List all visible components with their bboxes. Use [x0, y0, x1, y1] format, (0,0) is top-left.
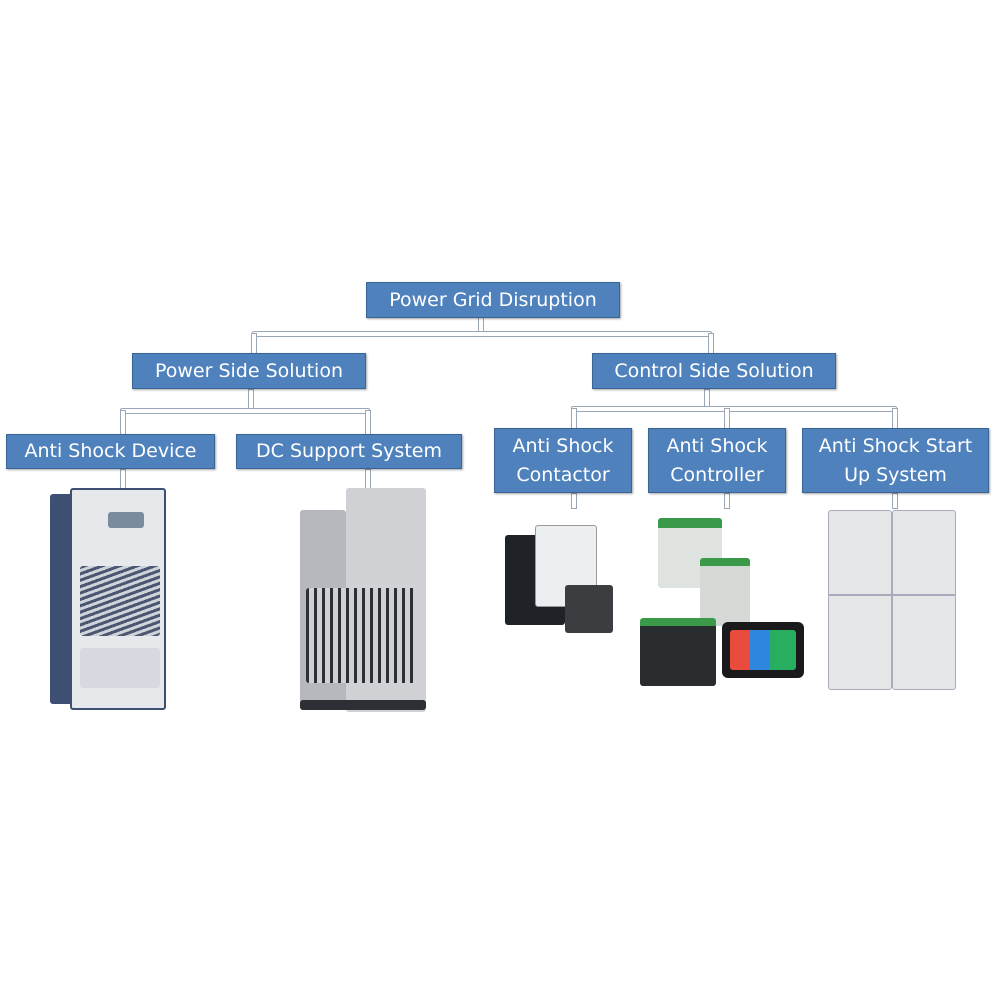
dc-support-system-image: [300, 488, 426, 718]
node-control-side-solution: Control Side Solution: [592, 353, 836, 389]
node-anti-shock-controller: Anti Shock Controller: [648, 428, 786, 493]
connector: [724, 493, 730, 509]
node-anti-shock-device: Anti Shock Device: [6, 434, 215, 469]
connector: [252, 331, 712, 337]
connector: [892, 408, 898, 430]
anti-shock-device-image: [50, 488, 166, 710]
node-power-side-solution: Power Side Solution: [132, 353, 366, 389]
connector: [708, 333, 714, 355]
node-dc-support-system: DC Support System: [236, 434, 462, 469]
node-anti-shock-start-up-system: Anti Shock Start Up System: [802, 428, 989, 493]
connector: [251, 333, 257, 355]
connector: [724, 408, 730, 430]
anti-shock-controller-image: [640, 518, 805, 686]
connector: [571, 493, 577, 509]
connector: [120, 410, 126, 436]
anti-shock-start-up-system-image: [828, 510, 956, 690]
connector: [365, 410, 371, 436]
connector: [892, 493, 898, 509]
connector: [571, 406, 897, 412]
node-anti-shock-contactor: Anti Shock Contactor: [494, 428, 632, 493]
connector: [120, 408, 370, 414]
node-power-grid-disruption: Power Grid Disruption: [366, 282, 620, 318]
anti-shock-contactor-image: [505, 525, 615, 655]
connector: [571, 408, 577, 430]
